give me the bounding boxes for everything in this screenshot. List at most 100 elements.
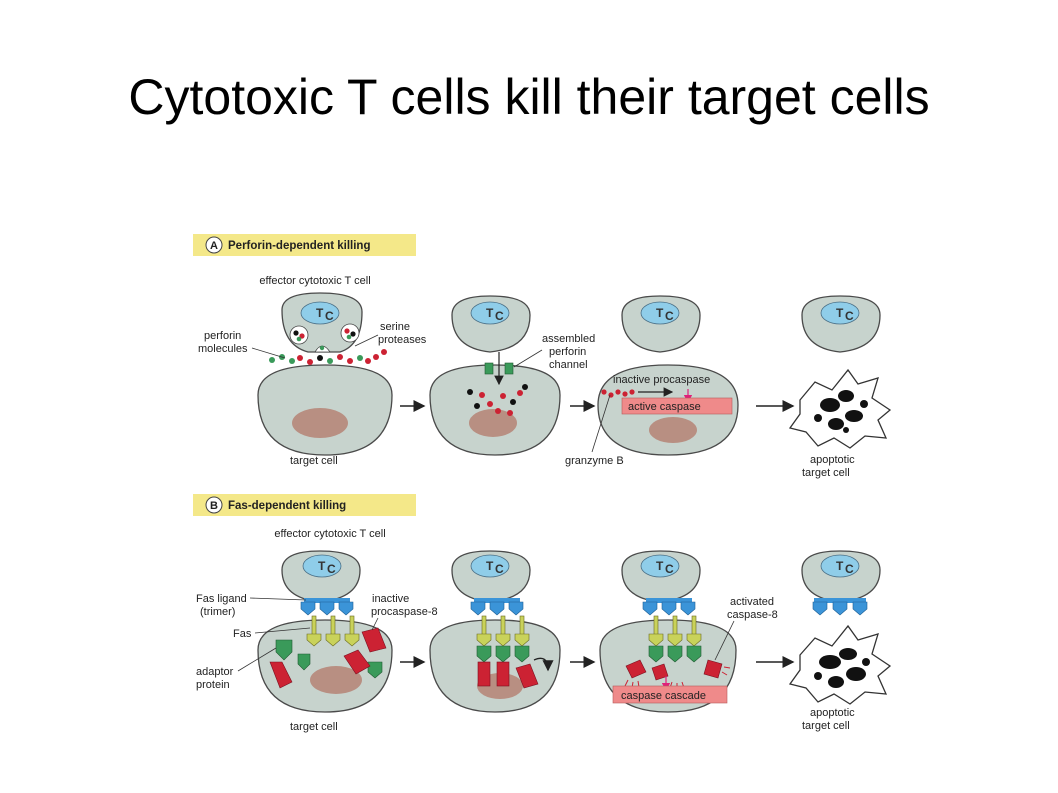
assembled-label-2: perforin <box>549 346 586 358</box>
activated-caspase-8 <box>625 659 647 679</box>
released-granule-contents <box>269 349 387 365</box>
tc-label: T <box>836 559 844 573</box>
panel-a: A Perforin-dependent killing effector cy… <box>193 234 892 479</box>
apoptotic-cell <box>788 368 892 449</box>
fas-ligand <box>489 601 505 616</box>
procaspase-8 <box>477 661 491 687</box>
tc-subscript: C <box>845 562 854 576</box>
slide-title: Cytotoxic T cells kill their target cell… <box>128 69 930 125</box>
panel-b-banner <box>193 494 416 516</box>
perforin-dot <box>296 336 302 342</box>
fas-ligand <box>832 601 848 616</box>
panel-a-banner <box>193 234 416 256</box>
procaspase-8 <box>269 661 293 689</box>
target-cell-nucleus <box>649 417 697 443</box>
target-cell <box>429 619 561 713</box>
activated-label-2: caspase-8 <box>727 609 778 621</box>
t-cell-nucleus <box>640 554 680 578</box>
panel-b-effector-label: effector cytotoxic T cell <box>274 528 385 540</box>
target-cell-nucleus <box>292 408 348 438</box>
adaptor-label-1: adaptor <box>196 666 234 678</box>
t-cell-nucleus <box>820 301 860 325</box>
fas-ligand-label-1: Fas ligand <box>196 593 247 605</box>
tc-subscript: C <box>665 309 674 323</box>
t-cell-nucleus <box>302 554 342 578</box>
active-caspase-box <box>621 397 733 415</box>
fas-ligand <box>300 601 316 616</box>
protease-dot <box>350 331 356 337</box>
granule <box>340 323 360 343</box>
t-cell-nucleus <box>470 554 510 578</box>
fas-ligand-bar <box>474 598 520 603</box>
adaptor-protein <box>514 645 530 663</box>
fas-ligand <box>642 601 658 616</box>
assembled-label-1: assembled <box>542 333 595 345</box>
tc-label: T <box>486 559 494 573</box>
tc-label: T <box>486 306 494 320</box>
panel-a-stage-4: T C apoptotic target cell <box>788 295 892 479</box>
fas-ligand-bar <box>304 598 350 603</box>
fas-ligand-bar <box>646 598 692 603</box>
panel-a-effector-label: effector cytotoxic T cell <box>259 275 370 287</box>
granule <box>289 325 309 345</box>
fas-label: Fas <box>233 628 252 640</box>
target-cell-nucleus <box>469 409 517 437</box>
t-cell-nucleus <box>470 301 510 325</box>
fas-ligand <box>470 601 486 616</box>
active-caspase-label: active caspase <box>628 401 701 413</box>
panel-a-heading: Perforin-dependent killing <box>228 240 370 252</box>
inactive-procaspase-label: inactive procaspase <box>613 374 710 386</box>
fas-ligand-bar <box>814 598 866 603</box>
tc-label: T <box>318 559 326 573</box>
fragmented-nucleus <box>814 390 868 433</box>
tc-label: T <box>656 306 664 320</box>
fas-ligand-label-2: (trimer) <box>200 606 235 618</box>
tc-subscript: C <box>495 309 504 323</box>
tc-subscript: C <box>327 562 336 576</box>
t-cell-nucleus <box>300 301 340 325</box>
fas-ligand <box>661 601 677 616</box>
panel-a-stage-2: T C assembl <box>429 295 595 456</box>
perforin-channel-right <box>504 362 514 375</box>
tc-subscript: C <box>665 562 674 576</box>
panel-b-badge <box>205 496 223 514</box>
tc-subscript: C <box>845 309 854 323</box>
inactive-label-1: inactive <box>372 593 409 605</box>
t-cell-nucleus <box>820 554 860 578</box>
recruitment-arrow <box>533 657 554 672</box>
activated-label-1: activated <box>730 596 774 608</box>
perforin-dot <box>319 345 325 351</box>
perforin-channel-left <box>484 362 494 375</box>
adaptor-label-2: protein <box>196 679 230 691</box>
adaptor-protein <box>686 645 702 663</box>
panel-a-stage-3: T C inactive procaspase active caspase g… <box>565 295 739 467</box>
adaptor-protein <box>476 645 492 663</box>
activated-caspase-8 <box>703 659 723 679</box>
apoptotic-label-2: target cell <box>802 467 850 479</box>
assembled-label-3: channel <box>549 359 588 371</box>
panel-b-stage-4: T C apoptotic target cell <box>788 550 892 732</box>
panel-a-stage-1: T C <box>198 292 427 467</box>
target-cell-nucleus <box>310 666 362 694</box>
inactive-label-2: procaspase-8 <box>371 606 438 618</box>
panel-b-stage-2: T C <box>429 550 561 713</box>
protease-dot <box>293 330 299 336</box>
procaspase-8 <box>343 649 371 675</box>
serine-label-1: serine <box>380 321 410 333</box>
tc-label: T <box>836 306 844 320</box>
protease-dot <box>299 333 305 339</box>
granzyme-label: granzyme B <box>565 455 624 467</box>
fas-ligand <box>812 601 828 616</box>
tc-subscript: C <box>325 309 334 323</box>
panel-b-heading: Fas-dependent killing <box>228 500 346 512</box>
perforin-label-1: perforin <box>204 330 241 342</box>
caspase-cascade-label: caspase cascade <box>621 690 706 702</box>
panel-b: B Fas-dependent killing effector cytotox… <box>193 494 892 733</box>
adaptor-protein <box>648 645 664 663</box>
perforin-label-2: molecules <box>198 343 248 355</box>
fas-ligand <box>319 601 335 616</box>
protease-dot <box>344 328 350 334</box>
caspase-cascade-box <box>612 685 728 704</box>
